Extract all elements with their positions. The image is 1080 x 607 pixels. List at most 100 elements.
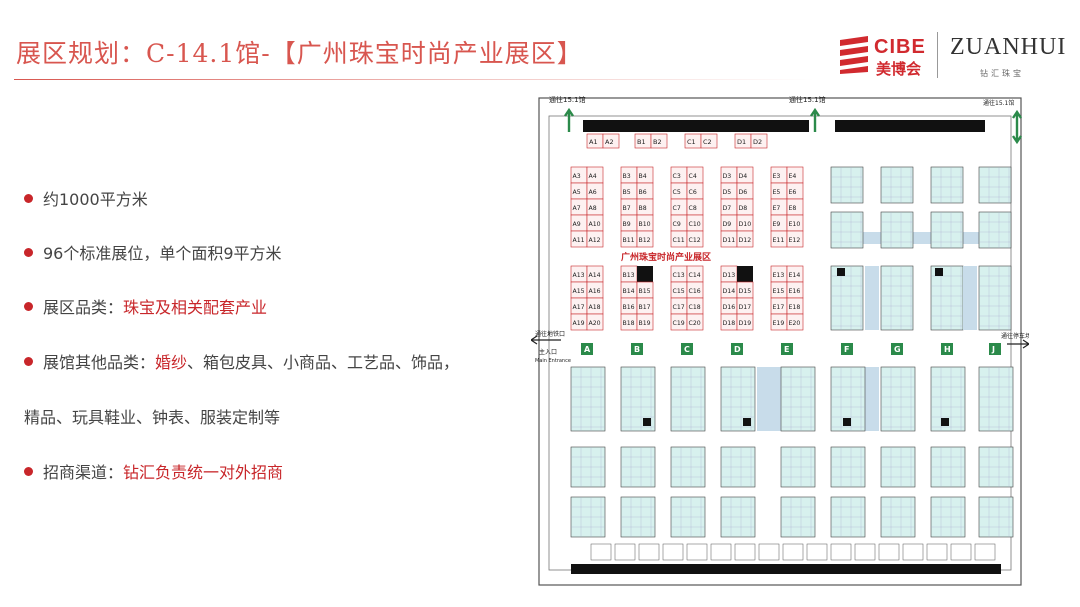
booth-label: E13 [773, 272, 785, 279]
booth-label: C4 [689, 173, 697, 180]
top-booth [650, 133, 668, 149]
booth-label: C20 [689, 320, 701, 327]
bullet-dot-icon [24, 357, 33, 366]
bullet-area: 约1000平方米 [24, 186, 148, 210]
booth-label: D17 [739, 304, 752, 311]
booth [786, 230, 804, 248]
booth-block [978, 211, 1012, 249]
booth-label: A6 [589, 189, 597, 196]
booth-label: B4 [639, 173, 647, 180]
bottom-booth [686, 543, 708, 561]
pillar [837, 268, 845, 276]
bottom-booth [710, 543, 732, 561]
aisle-marker [581, 343, 593, 355]
booth-label: C6 [689, 189, 697, 196]
aisle-marker [841, 343, 853, 355]
booth-label: D13 [723, 272, 736, 279]
zone-title: 广州珠宝时尚产业展区 [621, 251, 711, 263]
main-entrance-cn: 主入口 [539, 348, 557, 356]
booth-label: E19 [773, 320, 785, 327]
booth-label: C3 [673, 173, 681, 180]
bottom-booth [758, 543, 780, 561]
bullet-booths: 96个标准展位，单个面积9平方米 [24, 240, 282, 264]
corridor [865, 367, 879, 431]
bullet-dot-icon [24, 467, 33, 476]
bottom-booth [638, 543, 660, 561]
booth-label: D11 [723, 237, 736, 244]
bottom-booth [926, 543, 948, 561]
booth-label: A15 [573, 288, 585, 295]
booth-label: D7 [723, 205, 732, 212]
aisle-marker [891, 343, 903, 355]
booth-label: D3 [723, 173, 732, 180]
zuanhui-logo-cn: 钻汇珠宝 [980, 69, 1024, 78]
booth-label: C8 [689, 205, 697, 212]
aisle-letter: H [944, 345, 951, 354]
arrow-left-icon [531, 335, 561, 345]
booth [586, 313, 604, 331]
main-entrance-en: Main Entrance [535, 358, 571, 364]
bottom-booth [878, 543, 900, 561]
booth-block [880, 366, 916, 432]
aisle-marker [941, 343, 953, 355]
booth [586, 230, 604, 248]
bottom-booth [974, 543, 996, 561]
booth [786, 313, 804, 331]
pillar [743, 418, 751, 426]
booth-label: E6 [789, 189, 797, 196]
booth-label: E9 [773, 221, 781, 228]
bottom-booth [590, 543, 612, 561]
bottom-booth [614, 543, 636, 561]
booth-label: E7 [773, 205, 781, 212]
title-underline [14, 79, 814, 80]
booth-label: B19 [639, 320, 651, 327]
booth-label: C12 [689, 237, 701, 244]
top-booth-label: B2 [653, 138, 662, 146]
bullet-other-categories: 展馆其他品类：婚纱、箱包皮具、小商品、工艺品、饰品， [24, 349, 459, 373]
aisle-letter: E [784, 345, 789, 354]
booth-label: E16 [789, 288, 801, 295]
booth-label: A11 [573, 237, 585, 244]
booth-label: A14 [589, 272, 601, 279]
aisle-letter: J [991, 345, 995, 354]
bullet-dot-icon [24, 302, 33, 311]
booth-label: E5 [773, 189, 781, 196]
booth-label: D6 [739, 189, 748, 196]
bullet-continuation: 精品、玩具鞋业、钟表、服装定制等 [24, 408, 281, 427]
top-booth [602, 133, 620, 149]
booth-label: A10 [589, 221, 601, 228]
corridor [963, 266, 977, 330]
aisle-letter: B [634, 345, 640, 354]
bottom-booth [662, 543, 684, 561]
booth-label: C7 [673, 205, 681, 212]
booth-block [830, 265, 864, 331]
booth-label: B17 [639, 304, 651, 311]
booth-label: C9 [673, 221, 681, 228]
booth-label: A8 [589, 205, 597, 212]
booth-label: C15 [673, 288, 685, 295]
booth-label: A17 [573, 304, 585, 311]
top-booth-label: A2 [605, 138, 614, 146]
booth-block [930, 211, 964, 249]
booth-label: E11 [773, 237, 785, 244]
booth-label: D9 [723, 221, 732, 228]
pillar [637, 266, 653, 282]
booth-block [830, 211, 864, 249]
booth-block [880, 265, 914, 331]
booth-block [930, 166, 964, 204]
booth-block [780, 366, 816, 432]
bullet-channel: 招商渠道：钻汇负责统一对外招商 [24, 459, 283, 483]
booth-label: C16 [689, 288, 701, 295]
booth-label: D15 [739, 288, 752, 295]
gate-label-left: 通往15.1馆 [549, 95, 586, 104]
booth-label: C11 [673, 237, 685, 244]
gate-label-mid: 通往15.1馆 [789, 95, 826, 104]
bullet-dot-icon [24, 194, 33, 203]
booth-label: E18 [789, 304, 801, 311]
booth-block [978, 166, 1012, 204]
aisle-letter: C [684, 345, 690, 354]
top-booth-label: C1 [687, 138, 696, 146]
bottom-booth [806, 543, 828, 561]
booth-label: B15 [639, 288, 651, 295]
pillar [643, 418, 651, 426]
